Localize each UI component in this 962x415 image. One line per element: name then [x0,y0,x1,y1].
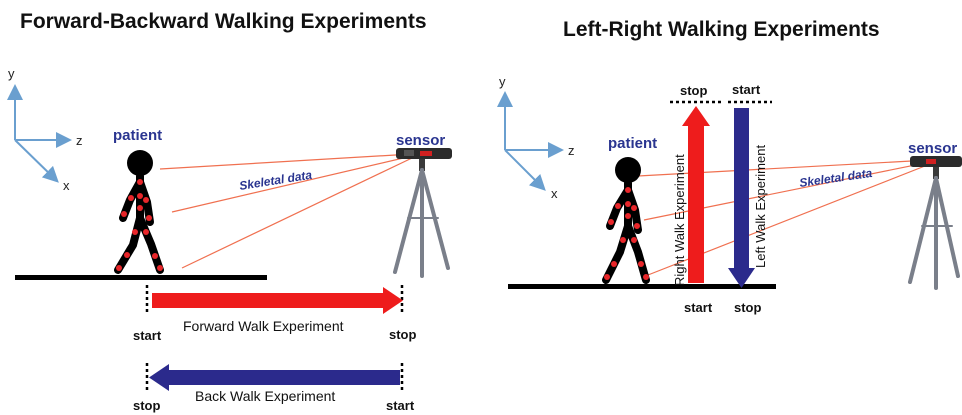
right-panel-title: Left-Right Walking Experiments [563,18,880,41]
right-patient-label: patient [608,135,657,152]
left-walk-stop-label: stop [734,300,762,315]
right-sensor-label: sensor [908,140,957,157]
right-z-label: z [568,143,575,158]
forward-stop-label: stop [389,327,417,342]
left-walk-start-label: start [732,82,761,97]
right-walk-label: Right Walk Experiment [672,154,687,286]
right-x-label: x [551,186,558,201]
left-sensor-label: sensor [396,132,445,149]
left-y-label: y [8,66,15,81]
left-x-axis [14,139,59,183]
right-axes: y z x [497,74,575,201]
right-walk-stop-label: stop [680,83,708,98]
right-patient-figure [602,157,650,284]
left-ray-2 [171,155,413,213]
left-ray-1 [159,153,413,170]
back-walk-arrow [145,363,404,393]
left-patient-figure [114,150,164,274]
right-walk-start-label: start [684,300,713,315]
left-ray-3 [181,157,413,269]
left-patient-label: patient [113,127,162,144]
forward-walk-label: Forward Walk Experiment [183,318,344,334]
left-sensor [393,148,452,278]
left-x-label: x [63,178,70,193]
left-floor [15,275,267,280]
right-skeletal-label: Skeletal data [798,166,873,190]
back-stop-label: stop [133,398,161,413]
right-x-axis [504,149,546,191]
right-walk-arrow [670,100,722,283]
back-walk-label: Back Walk Experiment [195,388,335,404]
left-z-label: z [76,133,83,148]
right-sensor [908,156,962,290]
left-skeletal-label: Skeletal data [238,168,313,193]
forward-start-label: start [133,328,162,343]
back-start-label: start [386,398,415,413]
right-y-label: y [499,74,506,89]
forward-walk-arrow [145,285,404,315]
left-walk-label: Left Walk Experiment [753,145,768,268]
left-skeletal-rays [159,153,413,269]
right-ray-1 [637,159,931,177]
left-walk-arrow [728,100,772,288]
right-floor [508,284,776,289]
left-axes: y z x [7,66,83,193]
left-panel-title: Forward-Backward Walking Experiments [20,10,427,33]
